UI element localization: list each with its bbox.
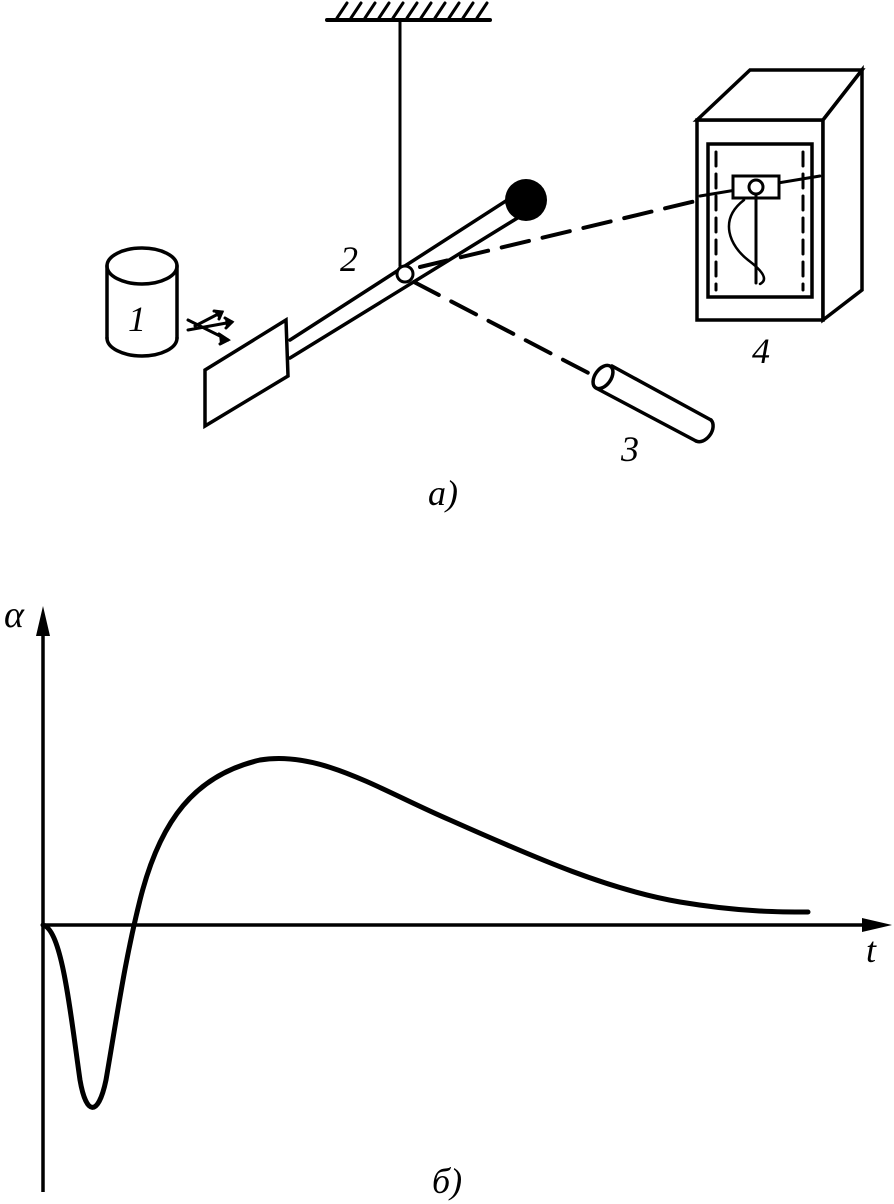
y-axis-label: α xyxy=(4,594,25,636)
vane-plate xyxy=(203,316,290,430)
source-cylinder xyxy=(105,246,179,358)
deflection-curve xyxy=(40,756,811,1110)
ceiling-mount xyxy=(325,1,492,22)
light-beams xyxy=(412,198,702,380)
recorder-box xyxy=(692,64,866,324)
x-axis-label: t xyxy=(866,930,877,970)
deflection-graph xyxy=(36,606,892,1192)
label-recorder: 4 xyxy=(752,331,770,371)
label-source: 1 xyxy=(128,299,146,339)
emission-arrows-icon xyxy=(186,309,235,346)
mirror xyxy=(395,264,415,284)
label-lamp: 3 xyxy=(620,429,639,469)
x-axis-arrow-icon xyxy=(862,918,892,932)
apparatus-diagram xyxy=(105,1,866,444)
counterweight-ball xyxy=(505,179,547,221)
label-pivot: 2 xyxy=(340,239,358,279)
lamp-tube xyxy=(591,363,715,444)
caption-a: а) xyxy=(428,473,458,513)
caption-b: б) xyxy=(432,1161,462,1201)
y-axis-arrow-icon xyxy=(36,606,50,636)
